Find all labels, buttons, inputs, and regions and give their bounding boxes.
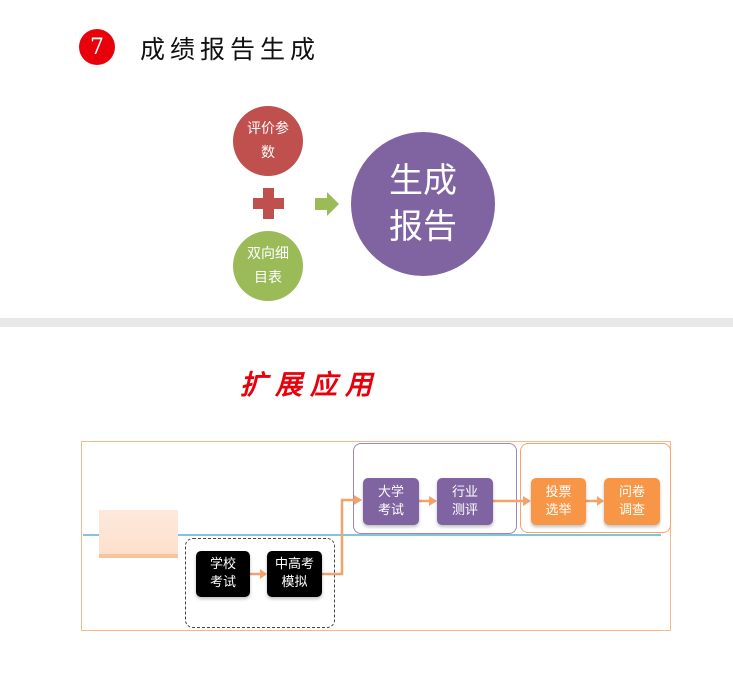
evaluation-params-circle: 评价参数	[233, 106, 303, 176]
timeline-line	[83, 534, 661, 536]
arrow-right-icon	[315, 192, 339, 216]
two-way-spec-table-circle: 双向细目表	[233, 231, 303, 301]
industry-eval-box: 行业 测评	[437, 478, 493, 525]
slide-report-generation: 7 成绩报告生成 评价参数 双向细目表 生成报告	[0, 0, 733, 318]
slide-title: 成绩报告生成	[140, 35, 321, 64]
generate-report-circle: 生成报告	[351, 132, 495, 276]
survey-group-frame	[520, 443, 671, 533]
slide-extended-applications: 扩展应用 学校 考试 中高考 模拟 大学 考试 行业 测评 投票 选举 问卷 调…	[0, 327, 733, 698]
step-number-badge: 7	[79, 29, 115, 65]
diagram-frame	[81, 441, 671, 631]
slide-title: 扩展应用	[240, 370, 380, 401]
voting-box: 投票 选举	[531, 478, 586, 525]
survey-box: 问卷 调查	[604, 478, 660, 525]
start-block	[99, 510, 178, 558]
university-group-frame	[353, 443, 517, 534]
school-exam-box: 学校 考试	[196, 551, 250, 597]
flow-arrows	[250, 495, 604, 579]
mock-exam-box: 中高考 模拟	[267, 551, 322, 597]
college-exam-box: 大学 考试	[363, 478, 419, 525]
school-group-frame	[185, 538, 335, 628]
